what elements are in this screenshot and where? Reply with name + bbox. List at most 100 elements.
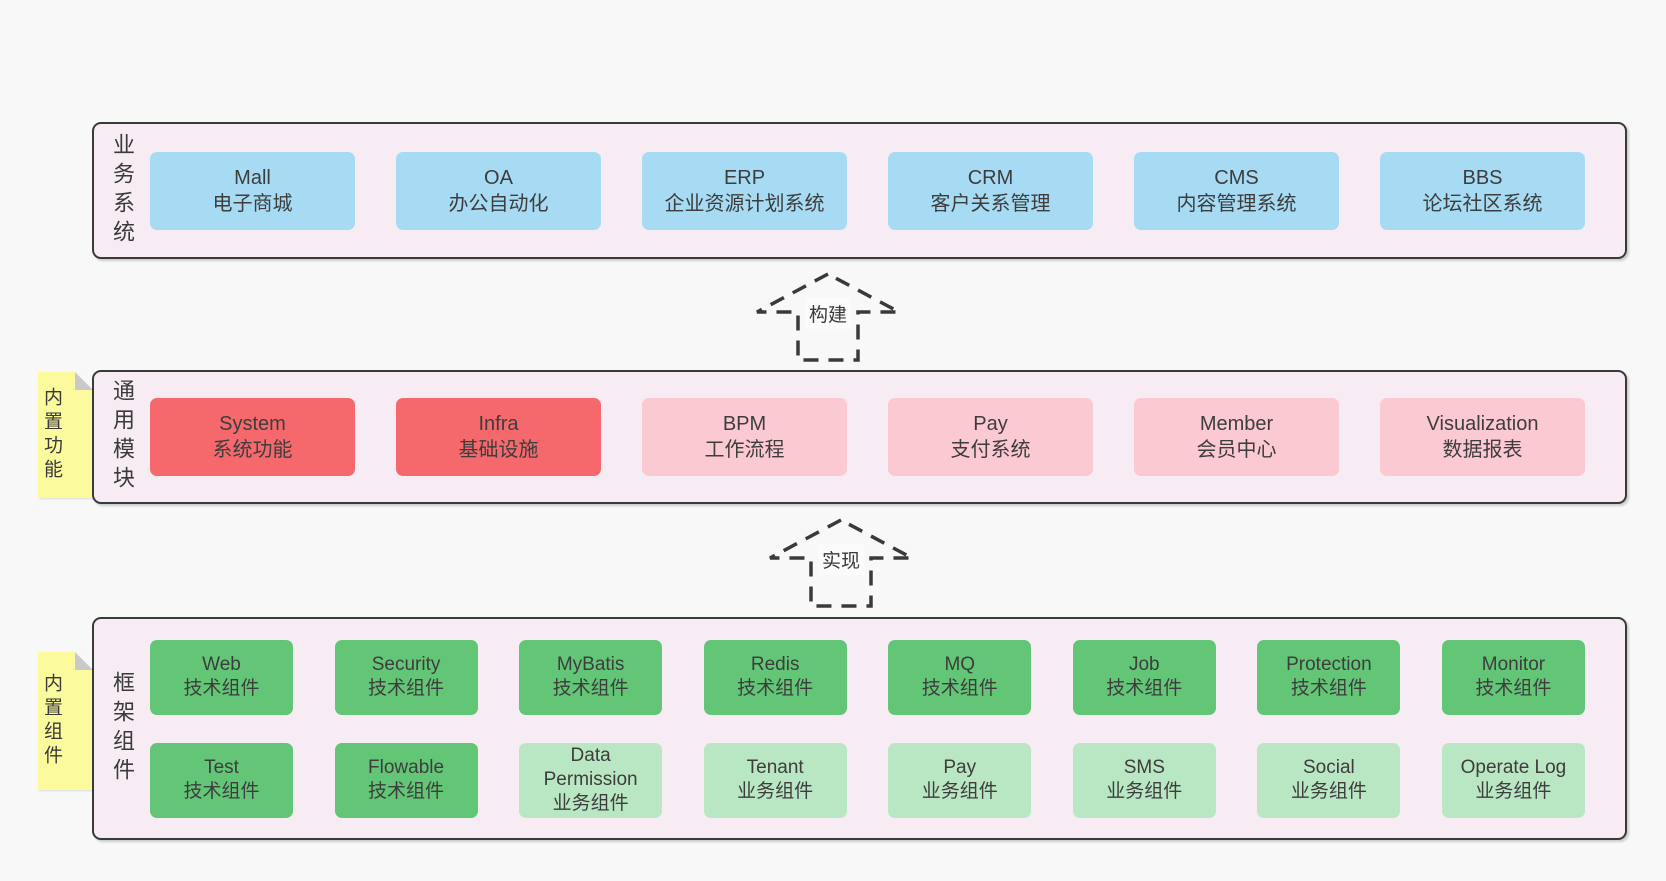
box-title: Pay bbox=[943, 757, 977, 778]
box-mybatis: MyBatis 技术组件 bbox=[519, 639, 663, 715]
box-subtitle: 会员中心 bbox=[1196, 439, 1277, 461]
box-title: CRM bbox=[967, 166, 1014, 189]
box-operate-log: Operate Log 业务组件 bbox=[1441, 742, 1585, 818]
box-subtitle: 业务组件 bbox=[1290, 781, 1367, 802]
box-mall: Mall 电子商城 bbox=[150, 151, 355, 230]
box-subtitle: 技术组件 bbox=[368, 781, 445, 802]
box-subtitle: 技术组件 bbox=[368, 678, 445, 699]
up-block-arrow-icon bbox=[756, 272, 900, 362]
box-job: Job 技术组件 bbox=[1072, 639, 1216, 715]
box-pay: Pay 业务组件 bbox=[888, 742, 1032, 818]
box-subtitle: 技术组件 bbox=[1106, 678, 1183, 699]
box-title: ERP bbox=[723, 166, 766, 189]
box-title: CMS bbox=[1214, 166, 1259, 189]
box-bpm: BPM 工作流程 bbox=[642, 398, 847, 476]
box-title: System bbox=[219, 413, 286, 435]
layer-content: Mall 电子商城 OA 办公自动化 ERP 企业资源计划系统 CRM 客户关系管理 CMS 内容… bbox=[150, 124, 1625, 257]
box-title: OA bbox=[484, 166, 513, 189]
box-protection: Protection 技术组件 bbox=[1257, 639, 1401, 715]
layer-business-systems: 业务系统 Mall 电子商城 OA 办公自动化 ERP 企业资源计划系统 CRM 客户关系管理… bbox=[92, 122, 1627, 259]
box-subtitle: 业务组件 bbox=[1106, 781, 1183, 802]
box-subtitle: 工作流程 bbox=[704, 439, 785, 461]
box-pay: Pay 支付系统 bbox=[888, 398, 1093, 476]
box-subtitle: 电子商城 bbox=[212, 192, 293, 215]
box-cms: CMS 内容管理系统 bbox=[1134, 151, 1339, 230]
box-title: Social bbox=[1303, 757, 1355, 778]
box-web: Web 技术组件 bbox=[150, 639, 293, 715]
box-title: Tenant bbox=[746, 757, 804, 778]
box-member: Member 会员中心 bbox=[1134, 398, 1339, 476]
box-title: Member bbox=[1199, 413, 1274, 435]
box-subtitle: 技术组件 bbox=[183, 678, 260, 699]
box-flowable: Flowable 技术组件 bbox=[334, 742, 478, 818]
box-title: Security bbox=[371, 654, 441, 675]
box-subtitle: 业务组件 bbox=[1475, 781, 1552, 802]
box-subtitle: 基础设施 bbox=[458, 439, 539, 461]
box-social: Social 业务组件 bbox=[1257, 742, 1401, 818]
box-subtitle: 企业资源计划系统 bbox=[664, 192, 825, 215]
box-security: Security 技术组件 bbox=[334, 639, 478, 715]
build-arrow: 构建 bbox=[753, 271, 903, 363]
box-subtitle: 业务组件 bbox=[921, 781, 998, 802]
box-title: Redis bbox=[750, 654, 800, 675]
up-block-arrow-icon bbox=[769, 518, 913, 608]
box-title: MQ bbox=[944, 654, 976, 675]
box-subtitle: 业务组件 bbox=[552, 793, 629, 814]
box-title: Visualization bbox=[1426, 413, 1539, 435]
box-subtitle: 客户关系管理 bbox=[930, 192, 1051, 215]
box-redis: Redis 技术组件 bbox=[703, 639, 847, 715]
box-title: Protection bbox=[1286, 654, 1372, 675]
box-subtitle: 技术组件 bbox=[1290, 678, 1367, 699]
box-row-business-systems: Mall 电子商城 OA 办公自动化 ERP 企业资源计划系统 CRM 客户关系管理 CMS 内容… bbox=[150, 151, 1585, 230]
box-subtitle: 技术组件 bbox=[552, 678, 629, 699]
sticky-note-built-in-features: 内置功能 bbox=[38, 372, 93, 498]
box-tenant: Tenant 业务组件 bbox=[703, 742, 847, 818]
box-mq: MQ 技术组件 bbox=[888, 639, 1032, 715]
implement-arrow-label: 实现 bbox=[817, 544, 865, 575]
box-title: Operate Log bbox=[1460, 757, 1567, 778]
box-title: Flowable bbox=[368, 757, 445, 778]
box-crm: CRM 客户关系管理 bbox=[888, 151, 1093, 230]
box-monitor: Monitor 技术组件 bbox=[1441, 639, 1585, 715]
box-system: System 系统功能 bbox=[150, 398, 355, 476]
box-visualization: Visualization 数据报表 bbox=[1380, 398, 1585, 476]
box-subtitle: 办公自动化 bbox=[448, 192, 549, 215]
box-subtitle: 论坛社区系统 bbox=[1422, 192, 1543, 215]
box-subtitle: 业务组件 bbox=[737, 781, 814, 802]
box-title: MyBatis bbox=[556, 654, 625, 675]
box-title: Monitor bbox=[1481, 654, 1546, 675]
box-subtitle: 技术组件 bbox=[183, 781, 260, 802]
box-erp: ERP 企业资源计划系统 bbox=[642, 151, 847, 230]
box-title: Web bbox=[202, 654, 241, 675]
build-arrow-label: 构建 bbox=[804, 298, 852, 329]
box-subtitle: 技术组件 bbox=[1475, 678, 1552, 699]
box-subtitle: 支付系统 bbox=[950, 439, 1031, 461]
box-title: Pay bbox=[973, 413, 1008, 435]
sticky-note-built-in-components: 内置组件 bbox=[38, 652, 93, 790]
box-oa: OA 办公自动化 bbox=[396, 151, 601, 230]
box-title: BPM bbox=[722, 413, 767, 435]
box-subtitle: 数据报表 bbox=[1442, 439, 1523, 461]
layer-label-business-systems: 业务系统 bbox=[110, 132, 135, 249]
box-title: Job bbox=[1128, 654, 1160, 675]
layer-label-framework-components: 框架组件 bbox=[110, 670, 135, 787]
box-title: Mall bbox=[234, 166, 271, 189]
box-subtitle: 内容管理系统 bbox=[1176, 192, 1297, 215]
box-subtitle: 系统功能 bbox=[212, 439, 293, 461]
box-subtitle: 技术组件 bbox=[737, 678, 814, 699]
box-subtitle: 技术组件 bbox=[921, 678, 998, 699]
layer-label-common-modules: 通用模块 bbox=[110, 379, 135, 495]
